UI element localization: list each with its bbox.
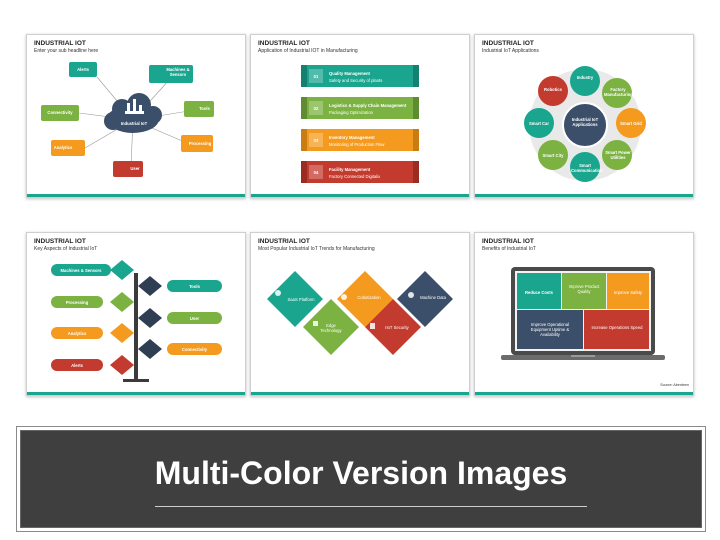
benefit-product-quality: Improve Product Quality	[568, 284, 600, 294]
trend-edge-technology: Edge Technology	[320, 323, 342, 333]
app-smart-car: Smart Car	[528, 121, 549, 126]
aspect-tools: Tools	[189, 284, 200, 289]
slide-subtitle: Industrial IoT Applications	[482, 48, 539, 54]
slide-subtitle: Enter your sub headline here	[34, 48, 99, 54]
banner-title: Multi-Color Version Images	[154, 455, 568, 491]
trend-saas-platform: SaaS Platform	[287, 297, 315, 302]
source-note: Source: Aberdeen	[660, 383, 689, 387]
aspect-processing: Processing	[65, 300, 89, 305]
app-smart-grid: Smart Grid	[620, 121, 642, 126]
benefit-reduce-costs: Reduce Costs	[525, 290, 553, 295]
key-aspects-diagram	[51, 260, 222, 382]
row-number: 02	[313, 106, 319, 111]
row-number: 04	[313, 170, 319, 175]
aspect-machines-sensors: Machines & Sensors	[60, 268, 102, 273]
banner-underline	[155, 506, 587, 507]
benefit-equipment-uptime: Improve Operational Equipment Uptime & A…	[530, 322, 570, 337]
node-tools: Tools	[199, 106, 210, 111]
application-list-graphic	[301, 65, 419, 183]
app-robotics: Robotics	[544, 87, 562, 92]
row-number: 01	[313, 74, 319, 79]
row-title: Logistics & Supply Chain Management	[329, 103, 407, 108]
aspect-user: User	[189, 316, 200, 321]
slide-title: INDUSTRIAL IOT	[34, 238, 86, 245]
slide-title: INDUSTRIAL IOT	[482, 40, 534, 47]
trends-diamond-diagram	[267, 271, 453, 355]
node-processing: Processing	[188, 141, 212, 146]
slide-subtitle: Benefits of Industrial IoT	[482, 246, 536, 252]
node-user: User	[130, 166, 140, 171]
trend-iiot-security: IIoT Security	[385, 325, 409, 330]
slide-title: INDUSTRIAL IOT	[258, 238, 310, 245]
benefit-operations-speed: Increase Operations Speed	[591, 325, 643, 330]
slide-thumbnail-4[interactable]: INDUSTRIAL IOT Key Aspects of Industrial…	[26, 232, 246, 396]
app-industry: Industry	[576, 75, 594, 80]
radial-center-label: Industrial IoT Applications	[571, 117, 599, 127]
slide-subtitle: Application of Industrial IOT in Manufac…	[258, 48, 358, 54]
app-factory-manufacturing: Factory Manufacturing	[604, 87, 633, 97]
node-alerts: Alerts	[77, 67, 89, 72]
node-connectivity: Connectivity	[47, 110, 73, 115]
trend-machine-data: Machine Data	[420, 295, 446, 300]
row-title: Facility Management	[329, 167, 371, 172]
laptop-benefits-graphic	[501, 267, 665, 360]
row-title: Inventory Management	[329, 135, 375, 140]
aspect-alerts: Alerts	[71, 363, 83, 368]
radial-applications-diagram	[524, 66, 646, 182]
aspect-connectivity: Connectivity	[181, 347, 208, 352]
slide-thumbnail-1[interactable]: INDUSTRIAL IOT Enter your sub headline h…	[26, 34, 246, 198]
mind-map-diagram	[41, 62, 214, 177]
slide-thumbnail-3[interactable]: INDUSTRIAL IOT Industrial IoT Applicatio…	[474, 34, 694, 198]
row-desc: Factory Connected Digitalix	[329, 174, 381, 179]
trend-cobotization: Cobotization	[357, 295, 381, 300]
node-machines-sensors: Machines & Sensors	[166, 67, 190, 77]
slide-title: INDUSTRIAL IOT	[34, 40, 86, 47]
row-desc: Packaging Optimization	[329, 110, 373, 115]
row-title: Quality Management	[329, 71, 370, 76]
slide-thumbnail-2[interactable]: INDUSTRIAL IOT Application of Industrial…	[250, 34, 470, 198]
row-desc: Safety and Security of plants	[329, 78, 383, 83]
slide-subtitle: Key Aspects of Industrial IoT	[34, 246, 98, 252]
app-smart-communication: Smart Communication	[571, 163, 603, 173]
benefit-improve-safety: Improve Safety	[613, 290, 643, 295]
row-number: 03	[313, 138, 319, 143]
aspect-analytics: Analytics	[67, 331, 87, 336]
node-analytics: Analytics	[53, 145, 73, 150]
slide-title: INDUSTRIAL IOT	[258, 40, 310, 47]
slide-title: INDUSTRIAL IOT	[482, 238, 534, 245]
slide-subtitle: Most Popular Industrial IoT Trends for M…	[258, 246, 375, 252]
app-smart-city: Smart City	[542, 153, 564, 158]
title-banner: Multi-Color Version Images	[20, 430, 702, 528]
row-desc: Monitoring of Production Flow	[329, 142, 385, 147]
slide-thumbnail-6[interactable]: INDUSTRIAL IOT Benefits of Industrial Io…	[474, 232, 694, 396]
app-smart-power-utilities: Smart Power Utilities	[605, 150, 631, 160]
slide-thumbnail-5[interactable]: INDUSTRIAL IOT Most Popular Industrial I…	[250, 232, 470, 396]
cloud-center-label: Industrial IoT	[120, 121, 148, 126]
